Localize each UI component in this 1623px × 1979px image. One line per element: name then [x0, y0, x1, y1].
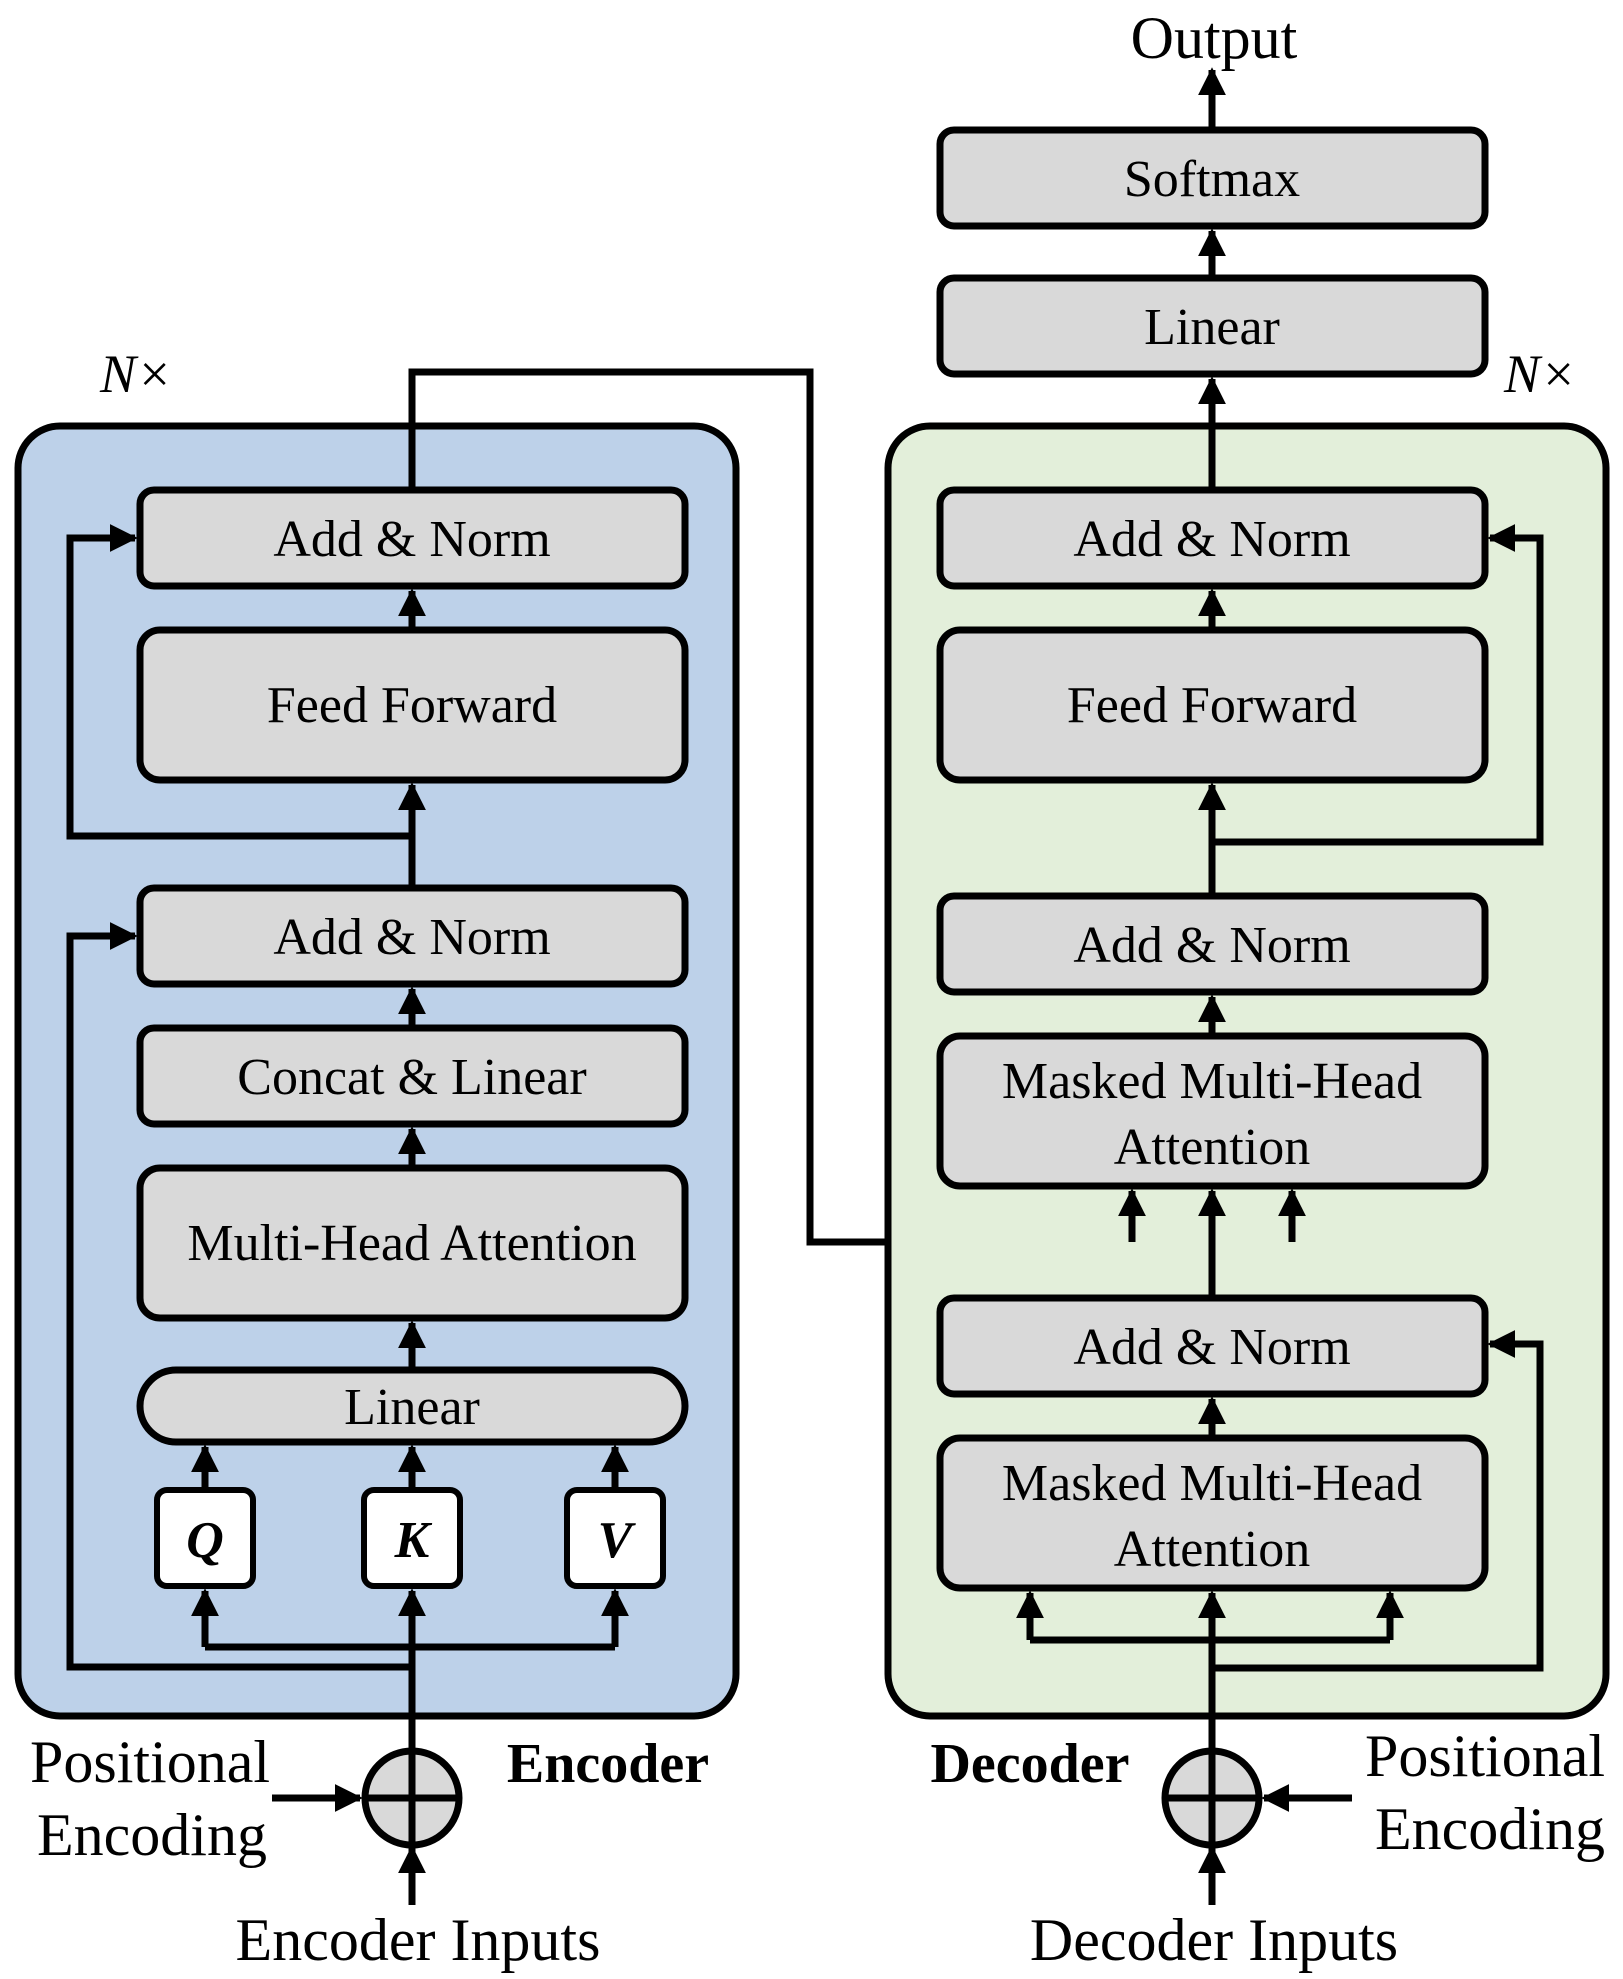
encoder-multi-head-attention: Multi-Head Attention: [136, 1164, 689, 1322]
decoder-add-norm-bottom: Add & Norm: [936, 1294, 1489, 1398]
svg-text:Feed Forward: Feed Forward: [267, 677, 557, 734]
svg-text:Concat & Linear: Concat & Linear: [237, 1049, 586, 1106]
encoder-v-box: V: [564, 1487, 666, 1589]
encoder-positional-label-1: Positional: [30, 1729, 270, 1795]
decoder-add-norm-mid: Add & Norm: [936, 892, 1489, 996]
output-label: Output: [1131, 5, 1298, 71]
decoder-output-linear: Linear: [936, 274, 1489, 378]
svg-text:Multi-Head Attention: Multi-Head Attention: [187, 1215, 636, 1272]
decoder-positional-label-2: Encoding: [1375, 1796, 1605, 1862]
decoder-positional-label-1: Positional: [1365, 1723, 1605, 1789]
svg-text:Masked Multi-Head: Masked Multi-Head: [1002, 1455, 1422, 1512]
svg-text:Add & Norm: Add & Norm: [1073, 917, 1350, 974]
encoder-linear: Linear: [136, 1366, 689, 1446]
decoder-title: Decoder: [930, 1733, 1129, 1795]
encoder-concat-linear: Concat & Linear: [136, 1024, 689, 1128]
encoder-feed-forward: Feed Forward: [136, 626, 689, 784]
encoder-repeat-label: N×: [99, 344, 172, 404]
decoder-softmax: Softmax: [936, 126, 1489, 230]
svg-text:Add & Norm: Add & Norm: [273, 511, 550, 568]
decoder-masked-attention-lower: Masked Multi-Head Attention: [936, 1434, 1489, 1592]
svg-text:Add & Norm: Add & Norm: [273, 909, 550, 966]
svg-text:Add & Norm: Add & Norm: [1073, 1319, 1350, 1376]
svg-text:V: V: [598, 1512, 637, 1569]
decoder-connections: [1016, 67, 1544, 1905]
decoder-positional-add: [1161, 1747, 1352, 1849]
encoder-title: Encoder: [507, 1733, 709, 1795]
decoder-masked-attention-upper: Masked Multi-Head Attention: [936, 1032, 1489, 1190]
encoder-add-norm-mid: Add & Norm: [136, 884, 689, 988]
svg-text:Feed Forward: Feed Forward: [1067, 677, 1357, 734]
decoder-inputs-label: Decoder Inputs: [1030, 1907, 1398, 1973]
encoder-inputs-label: Encoder Inputs: [236, 1907, 601, 1973]
encoder-add-norm-top: Add & Norm: [136, 486, 689, 590]
svg-text:Q: Q: [186, 1512, 224, 1569]
svg-text:Attention: Attention: [1114, 1119, 1310, 1176]
decoder-add-norm-top: Add & Norm: [936, 486, 1489, 590]
svg-text:Masked Multi-Head: Masked Multi-Head: [1002, 1053, 1422, 1110]
decoder-feed-forward: Feed Forward: [936, 626, 1489, 784]
encoder-k-box: K: [361, 1487, 463, 1589]
svg-text:Softmax: Softmax: [1124, 151, 1300, 208]
encoder-positional-add: [272, 1747, 463, 1849]
decoder-repeat-label: N×: [1503, 344, 1576, 404]
svg-text:Linear: Linear: [344, 1379, 480, 1436]
svg-text:Linear: Linear: [1144, 299, 1280, 356]
svg-text:Add & Norm: Add & Norm: [1073, 511, 1350, 568]
encoder-q-box: Q: [154, 1487, 256, 1589]
svg-text:Attention: Attention: [1114, 1521, 1310, 1578]
encoder-positional-label-2: Encoding: [37, 1802, 267, 1868]
svg-text:K: K: [394, 1512, 433, 1569]
